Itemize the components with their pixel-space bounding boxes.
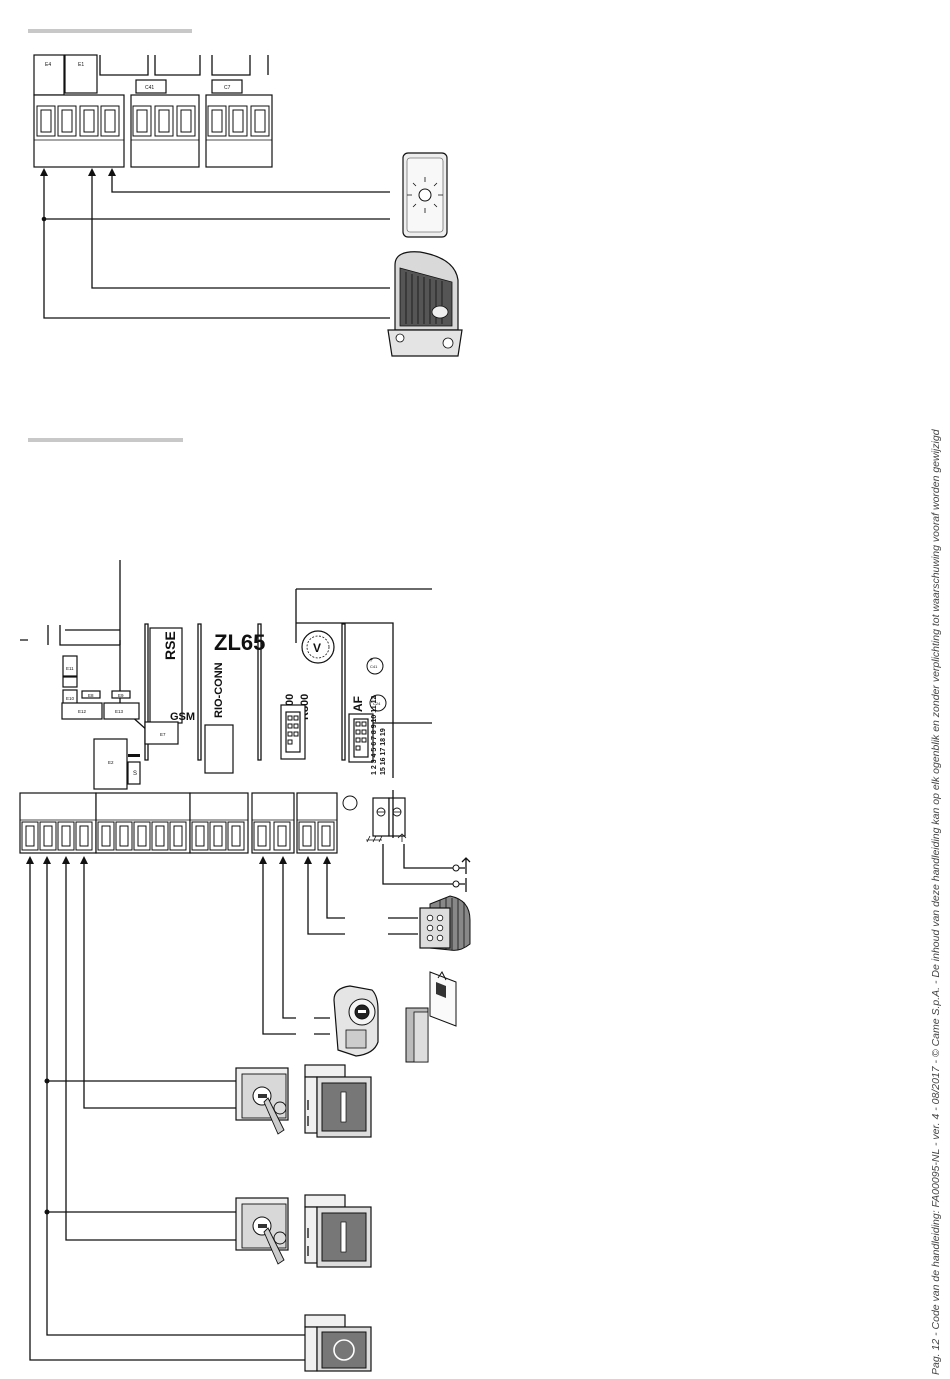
antenna-terminal [366, 797, 407, 843]
capacitors: C41 C24 + + [366, 657, 387, 712]
relay-label-e1: E1 [78, 62, 84, 68]
terminal-block-2 [130, 94, 200, 168]
wire-flasher-2 [43, 219, 390, 319]
transponder-card-icon [405, 971, 457, 1063]
svg-text:C24: C24 [373, 701, 381, 706]
relay-e1 [64, 54, 98, 94]
wire-keypad-ends [388, 917, 418, 935]
wire-antenna-1 [403, 844, 465, 869]
wire-lamp-1 [111, 173, 390, 193]
push-button-icon-2 [304, 1194, 372, 1268]
terminal-strip-2 [95, 792, 191, 854]
svg-text:E8: E8 [88, 693, 94, 698]
wire-antenna-2 [382, 844, 465, 885]
svg-text:E2: E2 [108, 760, 114, 765]
wire-common-3 [46, 1212, 308, 1336]
terminal-block-1 [33, 94, 125, 168]
wire-common-1 [46, 860, 240, 1082]
board-traces [99, 55, 269, 76]
board-divider-2 [197, 623, 202, 761]
gsm-label: GSM [170, 711, 195, 723]
relay-e4 [33, 54, 65, 96]
rse-label: RSE [162, 631, 178, 660]
wire-arrows [40, 168, 116, 176]
push-button-icon [304, 1064, 372, 1138]
wire-reader-1 [282, 860, 296, 1019]
board-divider-4 [341, 623, 346, 761]
wire-common-2 [46, 1081, 240, 1213]
junction-dot [41, 216, 47, 222]
wire-dial [295, 588, 432, 643]
svg-text:E10: E10 [66, 696, 75, 701]
wire-lamp-2 [43, 173, 390, 220]
antenna-icon [461, 857, 471, 892]
rio-conn-label: RIO-CONN [213, 662, 225, 718]
courtesy-light-icon [402, 152, 448, 238]
junction-dot-1 [44, 1078, 50, 1084]
wire-keypad-1 [326, 860, 345, 919]
keypad-icon [419, 895, 471, 951]
programming-dial-icon: V [301, 630, 335, 664]
wire-key-switch-1 [83, 860, 240, 1109]
top-wiring-diagram: E4 E1 C41 C7 [28, 29, 463, 442]
rio-conn-slot [204, 724, 234, 774]
dip-numbers-row1: 1 2 3 4 5 6 7 8 9 10 11 12 [371, 695, 378, 775]
wire-arrows-bottom [26, 856, 331, 864]
section-separator-bottom [28, 438, 183, 442]
svg-text:+: + [372, 694, 376, 701]
terminal-strip-1 [19, 792, 97, 854]
board-divider-1 [144, 623, 149, 761]
dial-label: V [313, 641, 321, 655]
wire-key-switch-2 [65, 860, 240, 1241]
terminal-strip-5 [296, 792, 338, 854]
component-c41 [135, 79, 167, 94]
svg-text:E12: E12 [78, 709, 87, 714]
board-divider-3 [257, 623, 262, 761]
small-components: E11 E10 E8 E9 E12 E13 E2 S E7 [61, 655, 166, 790]
wire-flasher-1 [91, 173, 390, 289]
board-edge-left [20, 625, 121, 646]
svg-text:E13: E13 [115, 709, 124, 714]
component-label-c41: C41 [145, 85, 154, 91]
bottom-wiring-diagram: RSE ZL65 RIO-CONN GSM E11 E10 E8 E9 E12 … [19, 560, 471, 1372]
page-footer: Pag. 12 - Code van de handleiding: FA000… [930, 429, 942, 1375]
board-model-label: ZL65 [214, 630, 265, 655]
antenna-connector-1 [452, 864, 460, 872]
wire-reader-2 [262, 860, 296, 1035]
terminal-strip-4 [251, 792, 295, 854]
dip-numbers-row2: 15 16 17 18 19 [380, 728, 387, 775]
svg-text:E7: E7 [160, 732, 166, 737]
svg-text:+: + [369, 657, 373, 664]
rse-slot [149, 627, 183, 724]
stop-button-icon [304, 1314, 372, 1372]
section-separator-top [28, 29, 192, 33]
svg-text:E11: E11 [66, 666, 74, 671]
terminal-block-3 [205, 94, 273, 168]
svg-text:C41: C41 [370, 664, 378, 669]
component-label-c7: C7 [224, 85, 231, 91]
board-edge-right [296, 622, 394, 778]
wire-keypad-2 [307, 860, 345, 935]
af-label: AF [351, 696, 365, 712]
mounting-hole [342, 795, 358, 811]
svg-text:S: S [133, 771, 137, 777]
component-c7 [211, 79, 243, 94]
flashing-light-icon [387, 251, 463, 357]
relay-label-e4: E4 [45, 62, 51, 68]
af-connector [348, 713, 374, 763]
r700-r800-connector [280, 704, 306, 760]
antenna-connector-2 [452, 880, 460, 888]
key-reader-icon [333, 985, 379, 1057]
key-switch-icon [235, 1067, 289, 1135]
junction-dot-2 [44, 1209, 50, 1215]
terminal-strip-3 [189, 792, 249, 854]
gsm-slot [144, 721, 179, 745]
wire-stop-button [29, 860, 308, 1361]
svg-text:E9: E9 [118, 693, 124, 698]
wire-reader-ends [314, 1017, 330, 1035]
key-switch-icon-2 [235, 1197, 289, 1265]
